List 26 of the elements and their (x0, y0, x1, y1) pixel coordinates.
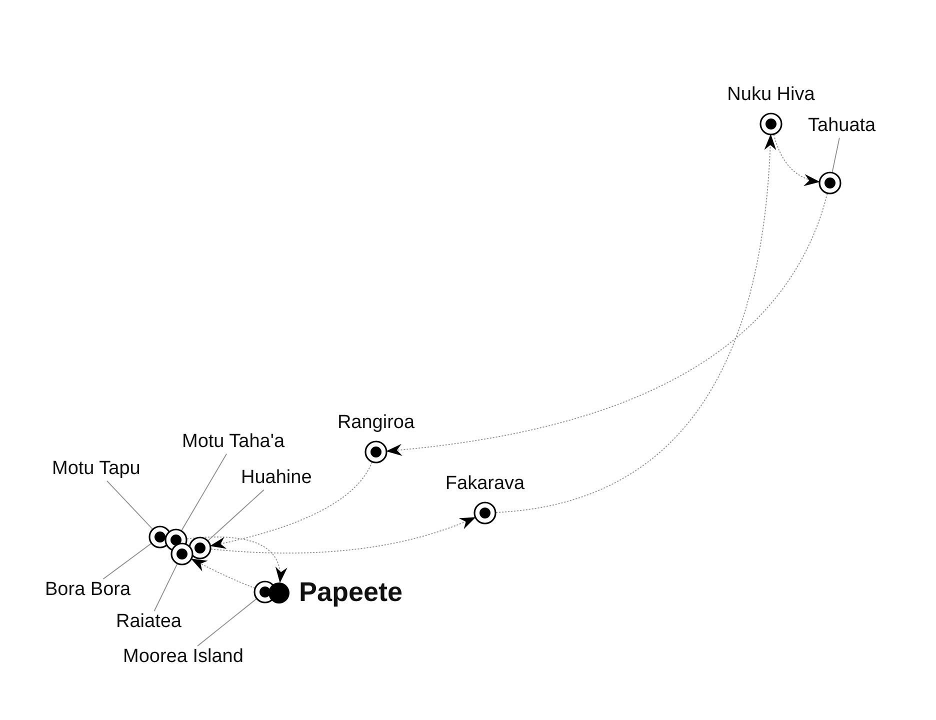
port-marker (170, 542, 194, 566)
leader-line (208, 489, 264, 542)
port-marker (818, 171, 842, 195)
place-name: Tahuata (808, 116, 876, 137)
port-of-call-name: Papeete (299, 578, 403, 608)
leader-line (106, 480, 153, 530)
place-name: Fakarava (445, 474, 525, 495)
place-name: Motu Tapu (52, 459, 140, 480)
place-name: Rangiroa (337, 413, 415, 434)
route-arrow (210, 462, 372, 549)
place-name: Huahine (241, 468, 312, 489)
leader-line (154, 563, 178, 612)
place-name: Nuku Hiva (727, 85, 815, 106)
place-name: Moorea Island (123, 647, 244, 668)
leader-line (197, 598, 257, 646)
route-arrow (386, 193, 828, 456)
route-arrow (186, 536, 287, 584)
route-arrow (773, 134, 820, 186)
leader-line (102, 543, 152, 580)
leader-line (832, 137, 840, 173)
route-arrow (210, 517, 476, 554)
place-name: Raiatea (116, 612, 182, 633)
place-name: Motu Taha'a (182, 432, 285, 453)
leader-line (181, 453, 228, 531)
place-name: Bora Bora (45, 580, 131, 601)
route-arrow (190, 558, 256, 589)
